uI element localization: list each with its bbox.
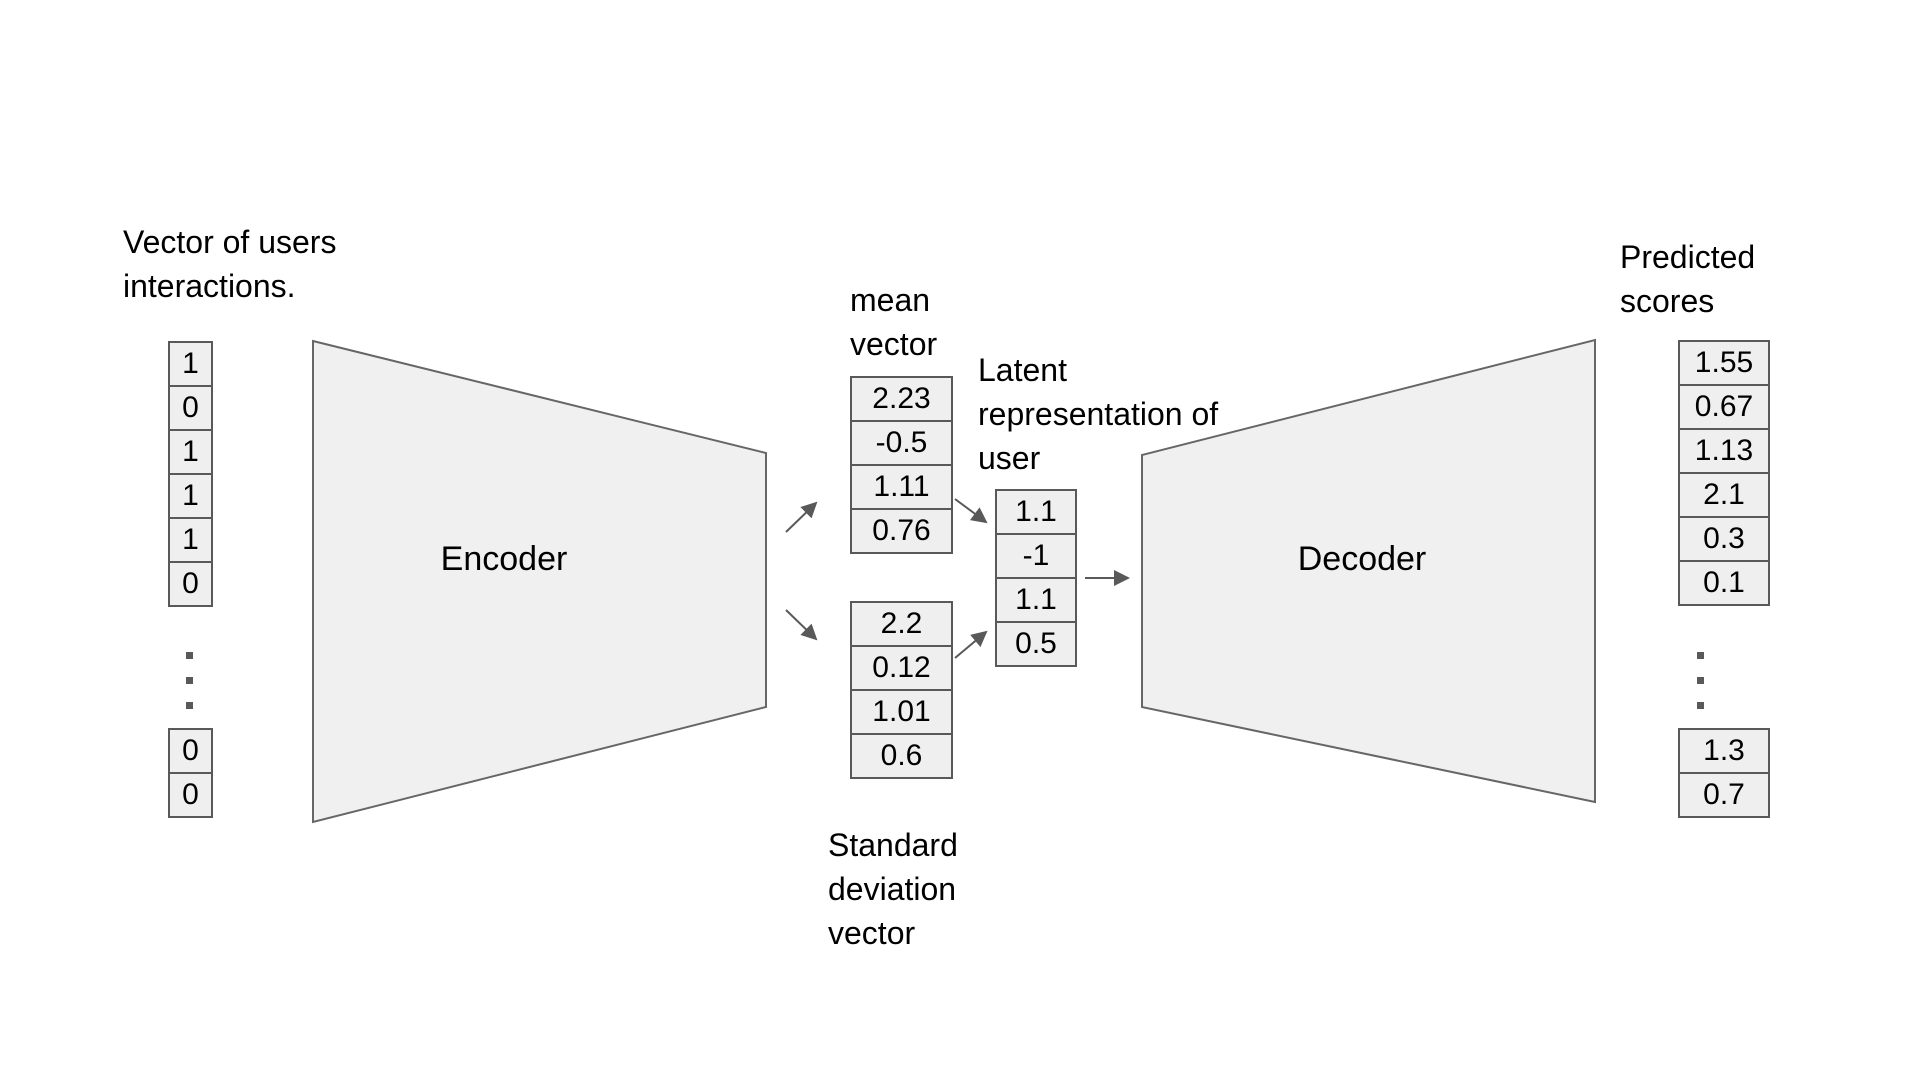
mean-vector-column: 2.23 -0.5 1.11 0.76: [850, 376, 953, 554]
output-vector-column: 1.55 0.67 1.13 2.1 0.3 0.1: [1678, 340, 1770, 606]
vector-cell: 1.1: [995, 489, 1077, 535]
vector-cell: 2.23: [850, 376, 953, 422]
vector-cell: 0: [168, 561, 213, 607]
vector-cell: 1: [168, 473, 213, 519]
vector-cell: 0.76: [850, 508, 953, 554]
predicted-scores-label: Predicted scores: [1620, 239, 1756, 319]
vector-cell: 0.5: [995, 621, 1077, 667]
vector-cell: 1: [168, 517, 213, 563]
ellipsis-dot: [1697, 677, 1704, 684]
vector-cell: 0.1: [1678, 560, 1770, 606]
vector-cell: 1: [168, 341, 213, 387]
std-vector-column: 2.2 0.12 1.01 0.6: [850, 601, 953, 779]
vector-cell: 2.1: [1678, 472, 1770, 518]
vector-cell: 1.55: [1678, 340, 1770, 386]
mean-vector-label: mean vector: [850, 282, 938, 362]
vector-cell: 2.2: [850, 601, 953, 647]
arrow-std-to-latent: [954, 630, 988, 659]
input-vector-column-bottom: 0 0: [168, 728, 213, 818]
vector-cell: 1: [168, 429, 213, 475]
vector-cell: 0: [168, 385, 213, 431]
arrow-encoder-to-std-vector: [785, 609, 818, 641]
ellipsis-dot: [1697, 702, 1704, 709]
latent-vector-column: 1.1 -1 1.1 0.5: [995, 489, 1077, 667]
input-vector-column: 1 0 1 1 1 0: [168, 341, 213, 607]
vector-cell: 0.7: [1678, 772, 1770, 818]
input-vector-label: Vector of users interactions.: [123, 224, 337, 304]
std-vector-label: Standard deviation vector: [828, 827, 958, 951]
latent-representation-label: Latent representation of user: [978, 352, 1219, 476]
output-vector-column-bottom: 1.3 0.7: [1678, 728, 1770, 818]
vector-cell: 1.11: [850, 464, 953, 510]
vector-cell: 0.67: [1678, 384, 1770, 430]
decoder-shape: [1141, 338, 1596, 804]
vector-cell: 0.6: [850, 733, 953, 779]
vector-cell: 0.12: [850, 645, 953, 691]
ellipsis-dot: [186, 702, 193, 709]
arrow-mean-to-latent: [954, 498, 988, 524]
vector-cell: 1.13: [1678, 428, 1770, 474]
vector-cell: 1.3: [1678, 728, 1770, 774]
vector-cell: 0: [168, 728, 213, 774]
vector-cell: 0.3: [1678, 516, 1770, 562]
encoder-shape: [312, 339, 767, 824]
ellipsis-dot: [186, 677, 193, 684]
vector-cell: 1.1: [995, 577, 1077, 623]
ellipsis-dot: [186, 652, 193, 659]
vector-cell: -1: [995, 533, 1077, 579]
vector-cell: 1.01: [850, 689, 953, 735]
arrow-encoder-to-mean-vector: [785, 501, 818, 533]
vector-cell: -0.5: [850, 420, 953, 466]
vector-cell: 0: [168, 772, 213, 818]
ellipsis-dot: [1697, 652, 1704, 659]
decoder-label: Decoder: [1297, 540, 1427, 578]
encoder-label: Encoder: [440, 540, 568, 578]
